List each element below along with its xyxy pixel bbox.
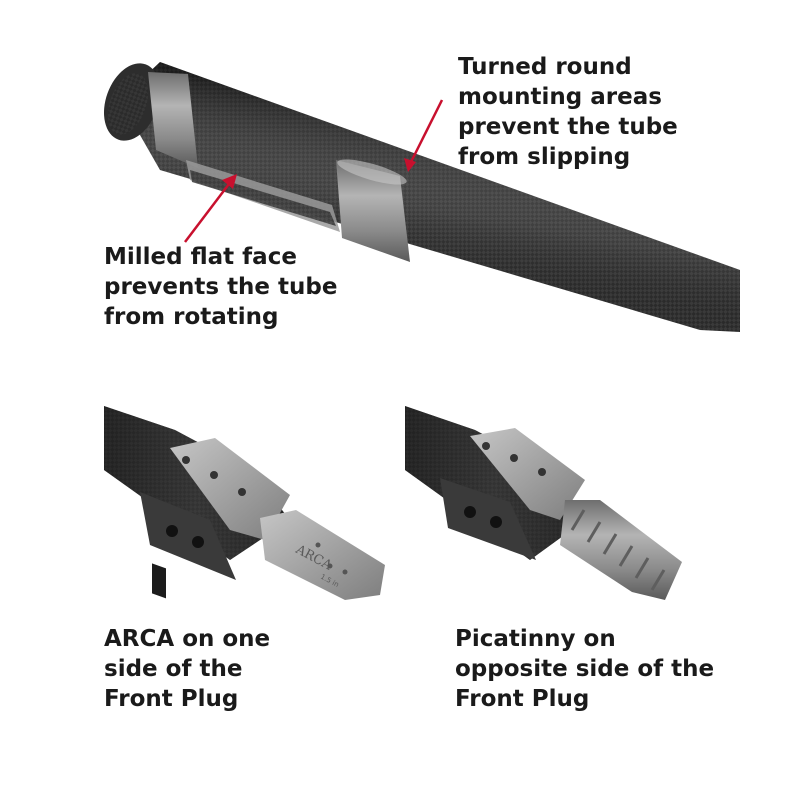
- picatinny-plug-illustration: [405, 406, 682, 600]
- arrow-turned: [408, 99, 444, 165]
- callout-line: Turned round: [458, 54, 632, 80]
- caption-line: ARCA on one: [104, 626, 271, 652]
- arca-plug-illustration: ARCA 1.5 in: [104, 406, 385, 600]
- callout-line: mounting areas: [458, 84, 662, 110]
- callout-line: from rotating: [104, 304, 279, 330]
- callout-line: prevents the tube: [104, 274, 338, 300]
- arca-plate: [260, 510, 385, 600]
- picatinny-rail: [560, 500, 682, 600]
- callout-line: from slipping: [458, 144, 631, 170]
- turned-mounting-collar: [336, 160, 410, 262]
- caption-arca: ARCA on one side of the Front Plug: [104, 624, 270, 714]
- callout-line: Milled flat face: [104, 244, 297, 270]
- arrow-milled: [184, 179, 233, 243]
- caption-line: opposite side of the: [455, 656, 715, 682]
- caption-line: side of the: [104, 656, 243, 682]
- caption-line: Front Plug: [455, 686, 590, 712]
- end-collar: [148, 72, 198, 168]
- callout-arrows: [184, 99, 444, 243]
- caption-line: Picatinny on: [455, 626, 616, 652]
- caption-picatinny: Picatinny on opposite side of the Front …: [455, 624, 714, 714]
- caption-line: Front Plug: [104, 686, 239, 712]
- main-tube: [103, 62, 740, 332]
- callout-turned-mounting: Turned round mounting areas prevent the …: [458, 52, 678, 172]
- callout-line: prevent the tube: [458, 114, 678, 140]
- callout-milled-flat: Milled flat face prevents the tube from …: [104, 242, 337, 332]
